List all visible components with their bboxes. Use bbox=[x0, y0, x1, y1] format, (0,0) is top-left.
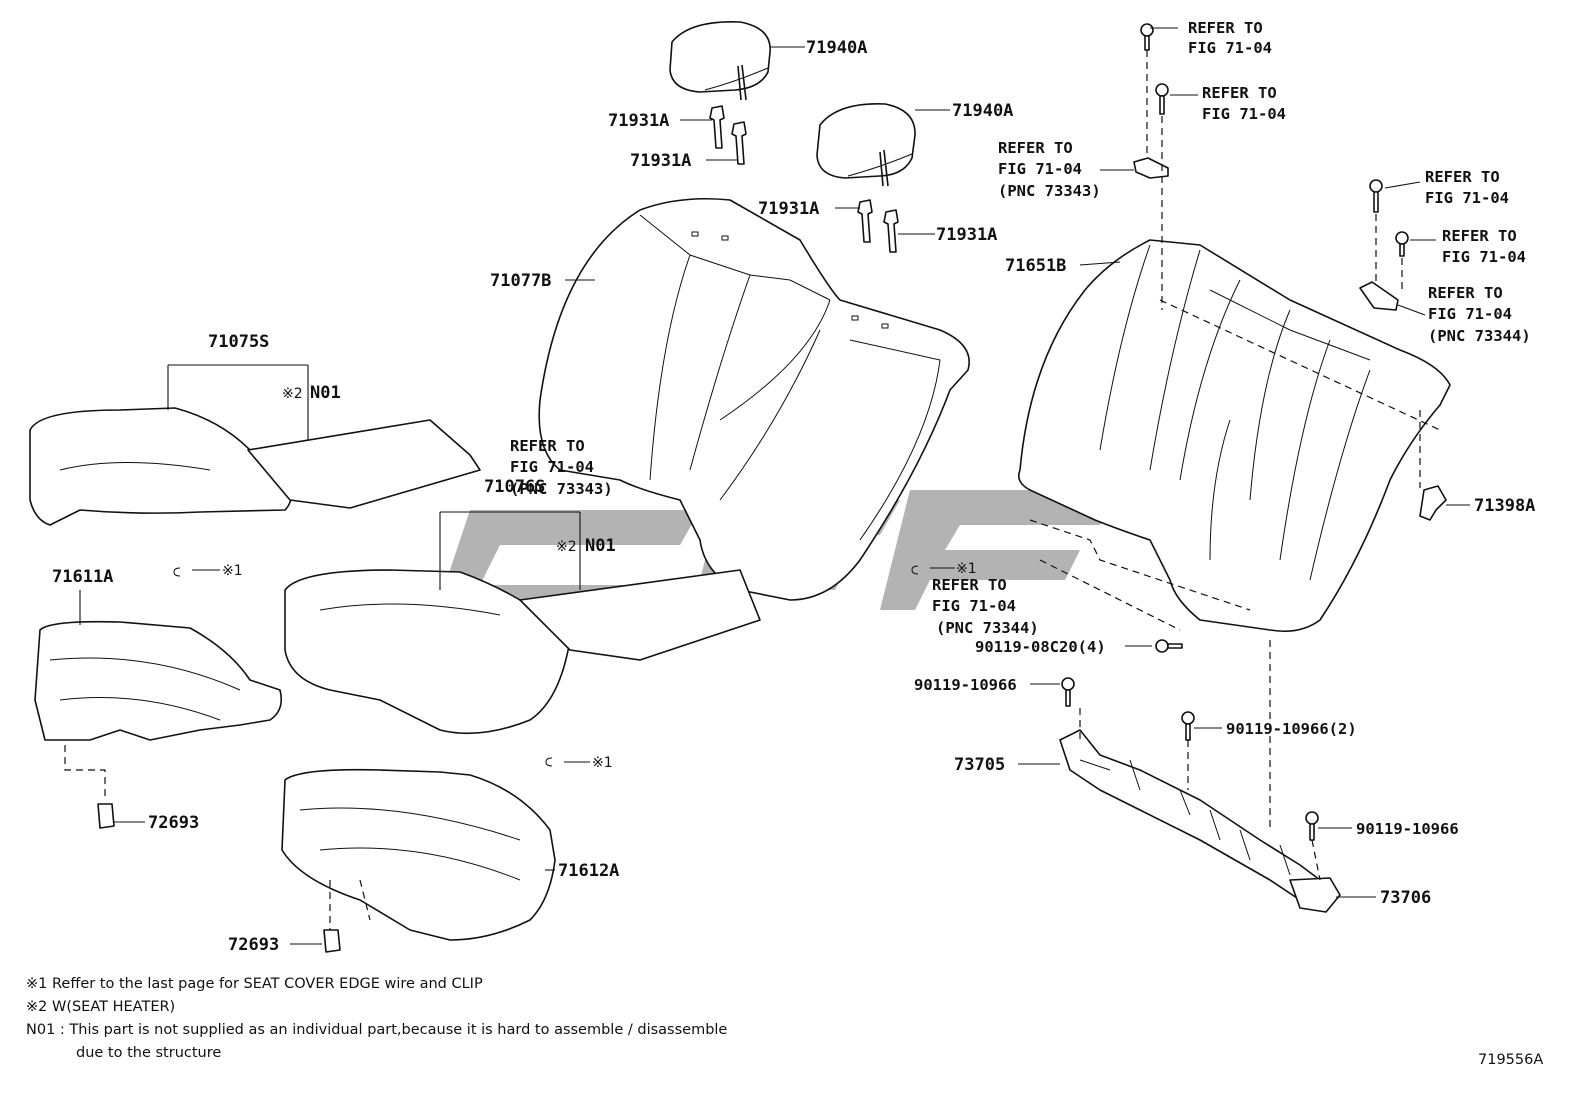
label-71398A: 71398A bbox=[1474, 496, 1535, 516]
svg-text:FIG 71-04: FIG 71-04 bbox=[998, 160, 1082, 178]
edge-clip-marks bbox=[173, 565, 919, 767]
svg-text:REFER TO: REFER TO bbox=[1202, 84, 1277, 102]
seat-back-pad bbox=[1017, 239, 1451, 633]
label-71931A-3: 71931A bbox=[758, 199, 819, 219]
cushion-pad-left bbox=[34, 620, 283, 741]
label-71077B: 71077B bbox=[490, 271, 551, 291]
label-71940A-upper: 71940A bbox=[806, 38, 867, 58]
svg-text:REFER TO: REFER TO bbox=[1425, 168, 1500, 186]
footnote-3: N01 : This part is not supplied as an in… bbox=[26, 1022, 727, 1038]
mark-2-a: ※2 bbox=[282, 386, 303, 402]
label-90119-10966-b: 90119-10966 bbox=[1356, 820, 1459, 838]
svg-text:FIG 71-04: FIG 71-04 bbox=[1188, 39, 1272, 57]
label-71651B: 71651B bbox=[1005, 256, 1066, 276]
label-72693-lower: 72693 bbox=[228, 935, 279, 955]
svg-text:FIG 71-04: FIG 71-04 bbox=[1428, 305, 1512, 323]
cushion-cover-left bbox=[29, 407, 293, 526]
mark-2-b: ※2 bbox=[556, 539, 577, 555]
label-73706: 73706 bbox=[1380, 888, 1431, 908]
label-71931A-1: 71931A bbox=[608, 111, 669, 131]
label-71075S: 71075S bbox=[208, 332, 269, 352]
label-N01-b: N01 bbox=[585, 536, 616, 556]
svg-text:(PNC 73344): (PNC 73344) bbox=[936, 619, 1039, 637]
label-71612A: 71612A bbox=[558, 861, 619, 881]
svg-text:REFER TO: REFER TO bbox=[1442, 227, 1517, 245]
footnote-2: ※2 W(SEAT HEATER) bbox=[26, 999, 175, 1015]
label-71611A: 71611A bbox=[52, 567, 113, 587]
svg-text:REFER TO: REFER TO bbox=[998, 139, 1073, 157]
svg-text:FIG 71-04: FIG 71-04 bbox=[1425, 189, 1509, 207]
label-71940A-lower: 71940A bbox=[952, 101, 1013, 121]
label-71931A-2: 71931A bbox=[630, 151, 691, 171]
refer-callout-8: REFER TO FIG 71-04 (PNC 73344) bbox=[932, 576, 1039, 637]
label-90119-08C20: 90119-08C20(4) bbox=[975, 638, 1106, 656]
svg-text:FIG 71-04: FIG 71-04 bbox=[932, 597, 1016, 615]
cushion-pad-right bbox=[281, 768, 556, 941]
footnote-3-cont: due to the structure bbox=[76, 1045, 221, 1061]
svg-text:REFER TO: REFER TO bbox=[1188, 19, 1263, 37]
refer-callout-6: REFER TO FIG 71-04 (PNC 73344) bbox=[1428, 284, 1531, 345]
bracket-upper bbox=[1133, 157, 1169, 179]
cushion-cover-mid bbox=[284, 569, 571, 735]
hinge-71398A bbox=[1419, 485, 1447, 521]
refer-callout-3: REFER TO FIG 71-04 (PNC 73343) bbox=[998, 139, 1101, 200]
label-71931A-4: 71931A bbox=[936, 225, 997, 245]
mark-1-b: ※1 bbox=[592, 755, 613, 771]
heater-pad-left bbox=[247, 419, 481, 509]
svg-text:(PNC 73343): (PNC 73343) bbox=[510, 480, 613, 498]
leader-lines bbox=[79, 27, 1470, 945]
svg-text:(PNC 73344): (PNC 73344) bbox=[1428, 327, 1531, 345]
svg-text:FIG 71-04: FIG 71-04 bbox=[1442, 248, 1526, 266]
refer-callout-2: REFER TO FIG 71-04 bbox=[1202, 84, 1286, 123]
clip-72693-upper bbox=[97, 803, 115, 829]
headrest-upper bbox=[669, 21, 771, 101]
svg-text:REFER TO: REFER TO bbox=[932, 576, 1007, 594]
bolt-group bbox=[1061, 23, 1409, 841]
refer-callout-5: REFER TO FIG 71-04 bbox=[1442, 227, 1526, 266]
seat-frame bbox=[1059, 729, 1341, 913]
seat-back-cover bbox=[538, 197, 970, 601]
svg-text:REFER TO: REFER TO bbox=[510, 437, 585, 455]
headrest-lower bbox=[816, 103, 916, 187]
refer-callout-7: REFER TO FIG 71-04 (PNC 73343) bbox=[510, 437, 613, 498]
refer-callout-1: REFER TO FIG 71-04 bbox=[1188, 19, 1272, 57]
svg-text:FIG 71-04: FIG 71-04 bbox=[510, 458, 594, 476]
headrest-support-group bbox=[709, 105, 899, 253]
label-90119-10966-2: 90119-10966(2) bbox=[1226, 720, 1357, 738]
label-N01-a: N01 bbox=[310, 383, 341, 403]
svg-text:FIG 71-04: FIG 71-04 bbox=[1202, 105, 1286, 123]
clip-72693-lower bbox=[323, 929, 341, 953]
svg-text:REFER TO: REFER TO bbox=[1428, 284, 1503, 302]
footnote-1: ※1 Reffer to the last page for SEAT COVE… bbox=[26, 976, 483, 992]
label-73705: 73705 bbox=[954, 755, 1005, 775]
label-90119-10966-a: 90119-10966 bbox=[914, 676, 1017, 694]
bracket-lower bbox=[1359, 281, 1399, 311]
mark-1-a: ※1 bbox=[222, 563, 243, 579]
figure-id: 719556A bbox=[1478, 1052, 1543, 1068]
label-72693-upper: 72693 bbox=[148, 813, 199, 833]
svg-text:(PNC 73343): (PNC 73343) bbox=[998, 182, 1101, 200]
assembly-dashed-lines bbox=[64, 50, 1441, 930]
label-71076S: 71076S bbox=[484, 477, 545, 497]
mark-1-c: ※1 bbox=[956, 561, 977, 577]
refer-callout-4: REFER TO FIG 71-04 bbox=[1425, 168, 1509, 207]
heater-pad-mid bbox=[519, 569, 761, 661]
